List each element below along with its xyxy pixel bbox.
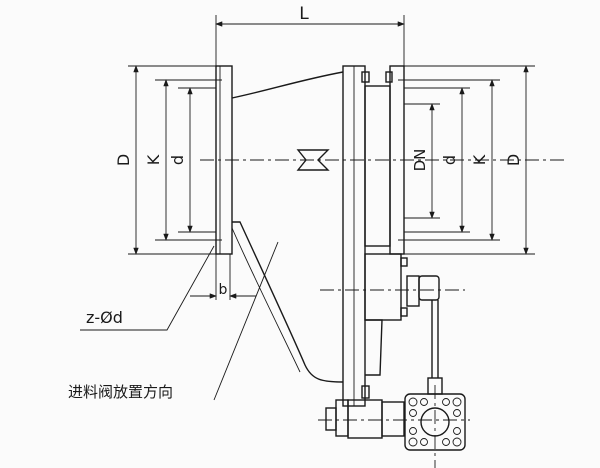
- bolt-holes-callout: z-Ød: [80, 245, 215, 331]
- valve-body: [231, 65, 391, 407]
- label-b: b: [219, 282, 228, 298]
- label-DN: DN: [411, 149, 429, 172]
- dimension-L: L: [215, 4, 405, 68]
- actuator: [318, 253, 470, 468]
- flow-arrow-icon: [296, 149, 330, 171]
- label-left-K: K: [144, 154, 163, 165]
- right-dimensions: DN d K D: [411, 65, 529, 255]
- label-feed-valve-direction: 进料阀放置方向: [68, 383, 173, 401]
- right-flange: [385, 65, 535, 255]
- label-L: L: [299, 4, 309, 24]
- label-bolt-holes: z-Ød: [86, 308, 123, 327]
- left-dimensions: D K d: [114, 65, 193, 255]
- dimension-b: b: [190, 254, 256, 300]
- feed-valve-direction-callout: 进料阀放置方向: [68, 241, 279, 401]
- label-right-D: D: [504, 154, 523, 166]
- label-left-D: D: [114, 154, 133, 166]
- label-right-K: K: [470, 154, 489, 165]
- label-left-d: d: [168, 155, 187, 165]
- label-right-d: d: [440, 155, 459, 165]
